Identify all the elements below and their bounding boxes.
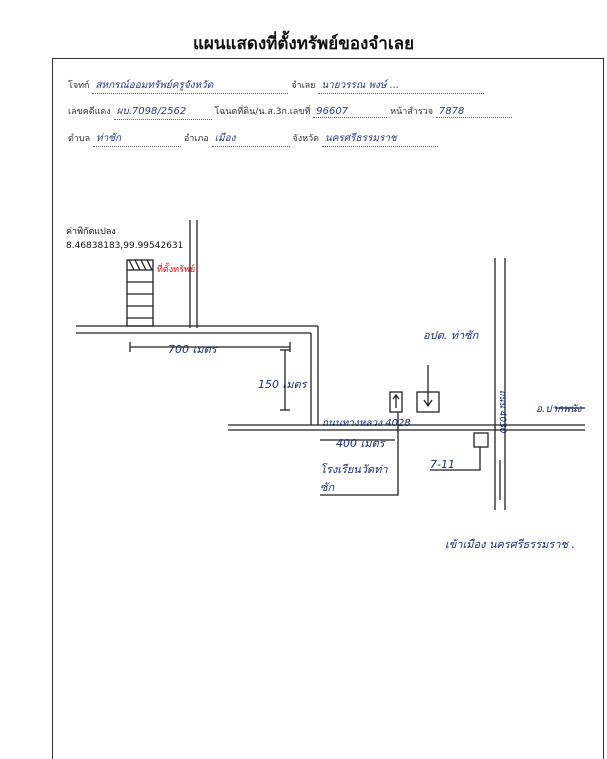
subdistrict-label: ตำบล <box>68 134 91 144</box>
plaintiff-label: โจทก์ <box>68 81 90 91</box>
map-frame <box>52 58 604 759</box>
coordinates-value: 8.46838183,99.99542631 <box>66 241 184 251</box>
district-label: อำเภอ <box>183 134 209 144</box>
direction-right-label: อ.ปากพนัง <box>536 404 582 415</box>
seven-eleven-marker <box>473 432 489 448</box>
school-label: โรงเรียนวัดท่าซัก <box>320 463 388 494</box>
distance-700-label: 700 เมตร <box>168 343 217 356</box>
province-label: จังหวัด <box>292 134 320 144</box>
page-title: แผนแสดงที่ตั้งทรัพย์ของจำเลย <box>192 34 415 54</box>
subdistrict-value: ท่าซัก <box>93 131 182 147</box>
post-office-label: อปต. ท่าซัก <box>423 329 479 342</box>
vertical-road-label: ถนน 4030 <box>497 390 507 434</box>
header-row-1: โจทก์ สหกรณ์ออมทรัพย์ครูจังหวัด จำเลย นา… <box>68 78 485 94</box>
seven-eleven-label: 7-11 <box>430 458 455 471</box>
defendant-value: นายวรรณ พงษ์ ... <box>318 78 485 94</box>
deed-value: 96607 <box>313 106 388 118</box>
defendant-label: จำเลย <box>291 81 316 91</box>
property-location-label: ที่ตั้งทรัพย์ <box>157 265 196 275</box>
page-number-label: หน้าสำรวจ <box>390 107 434 117</box>
highway-label: ถนนทางหลวง 4028 <box>322 418 411 429</box>
distance-400-label: 400 เมตร <box>336 437 385 450</box>
to-city-label: เข้าเมือง นครศรีธรรมราช . <box>445 538 575 551</box>
school-marker <box>389 391 403 413</box>
province-value: นครศรีธรรมราช <box>321 131 438 147</box>
coordinates-label: ค่าพิกัดแปลง <box>66 227 116 237</box>
header-row-2: เลขคดีแดง ผบ.7098/2562 โฉนดที่ดิน/น.ส.3ก… <box>68 104 512 120</box>
header-row-3: ตำบล ท่าซัก อำเภอ เมือง จังหวัด นครศรีธร… <box>68 131 438 147</box>
deed-label: โฉนดที่ดิน/น.ส.3ก.เลขที่ <box>214 107 311 117</box>
distance-150-label: 150 เมตร <box>258 378 307 391</box>
page-number-value: 7878 <box>435 106 512 118</box>
plaintiff-value: สหกรณ์ออมทรัพย์ครูจังหวัด <box>92 78 289 94</box>
case-label: เลขคดีแดง <box>68 107 111 117</box>
case-value: ผบ.7098/2562 <box>113 104 212 120</box>
district-value: เมือง <box>211 131 290 147</box>
